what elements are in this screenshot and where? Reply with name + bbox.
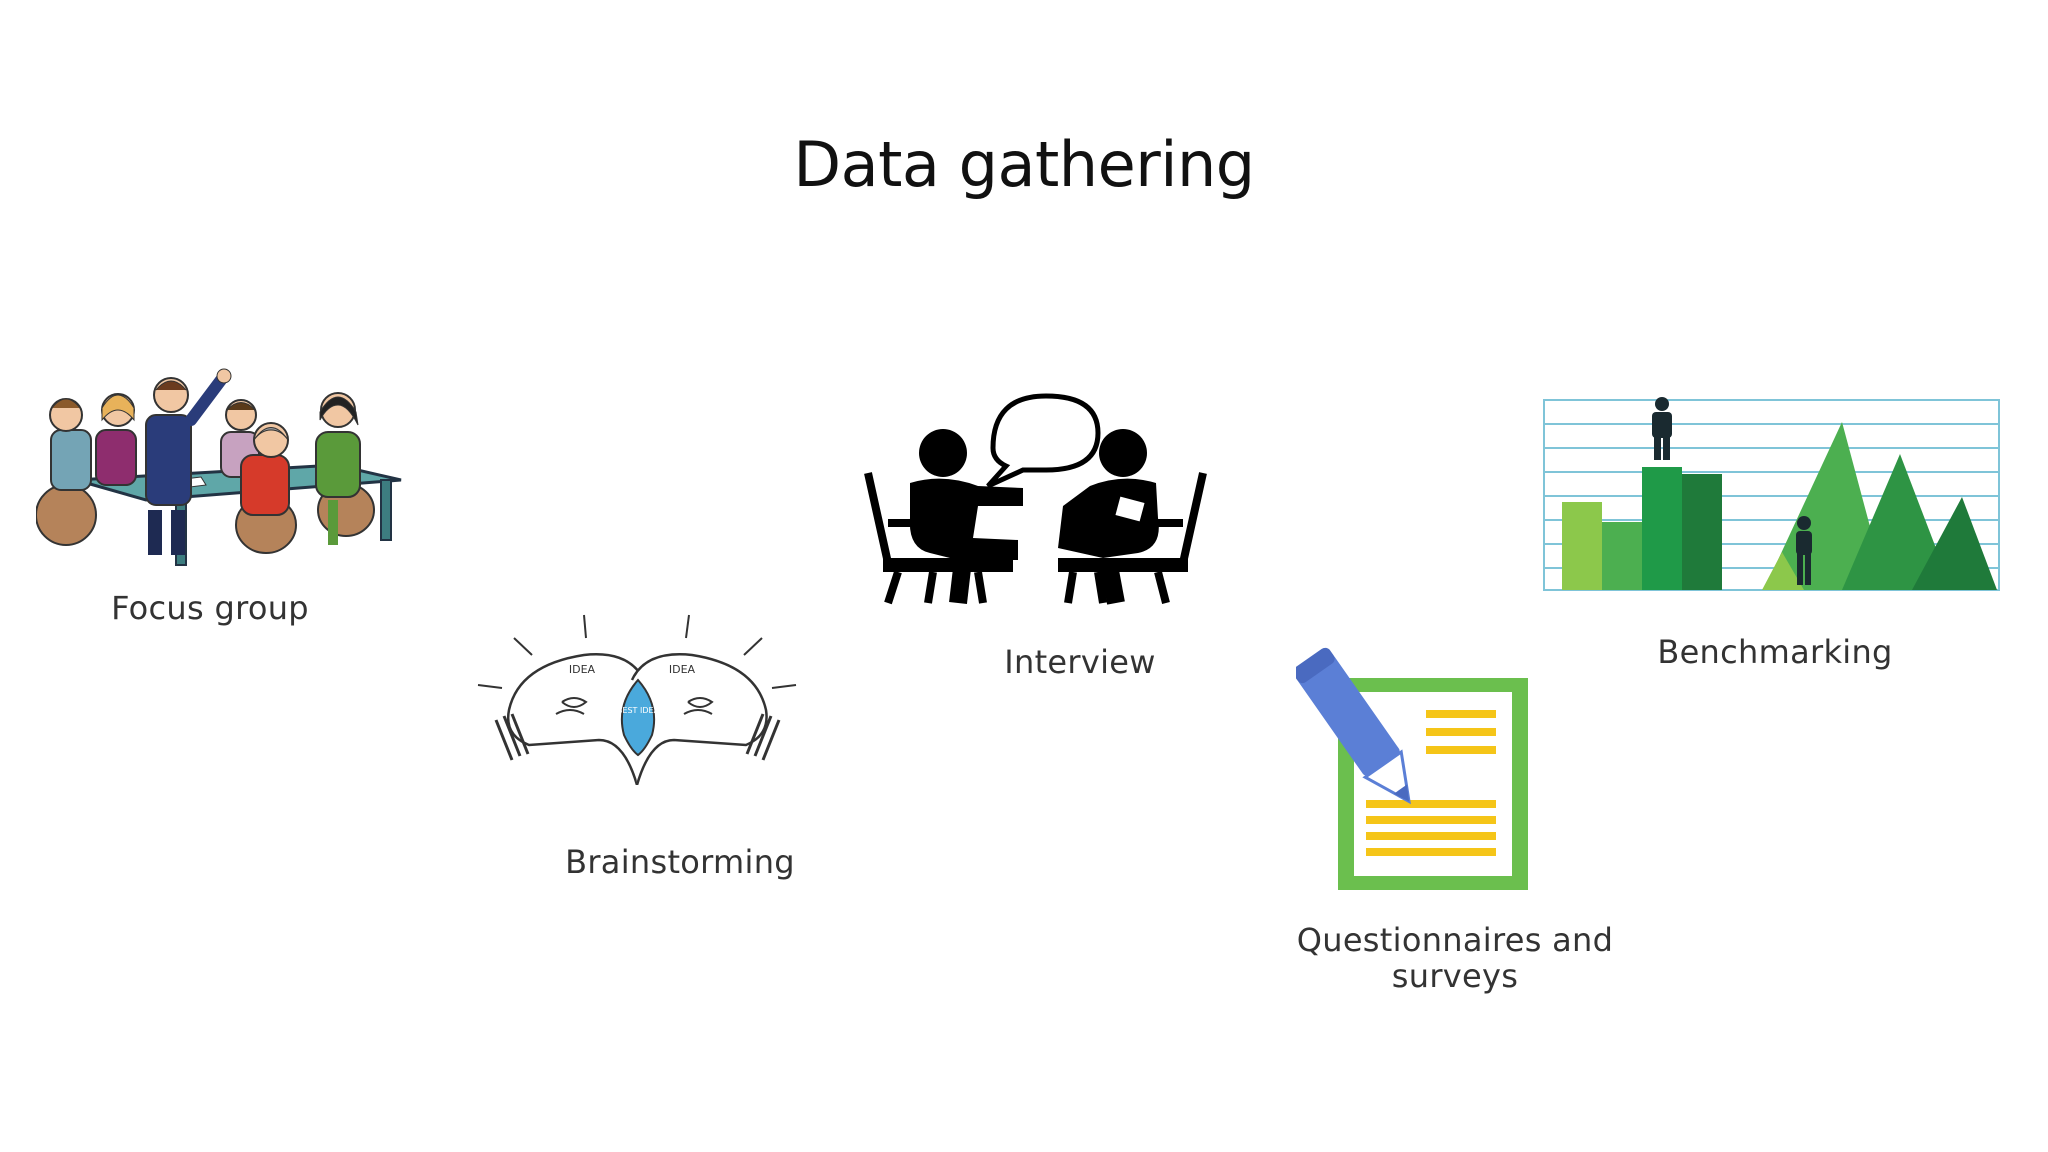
focus-group-label: Focus group <box>111 589 309 627</box>
questionnaires-label: Questionnaires and surveys <box>1270 922 1640 994</box>
brainstorming-label: Brainstorming <box>565 843 795 881</box>
bulb-center-text: BEST IDEA <box>617 706 660 715</box>
focus-group-illustration <box>36 368 402 566</box>
lightbulb-ideas-illustration: IDEA IDEA BEST IDEA <box>477 614 797 785</box>
questionnaires-label-line1: Questionnaires and <box>1296 921 1614 959</box>
interview-label: Interview <box>1004 643 1156 681</box>
bulb-left-text: IDEA <box>569 663 596 676</box>
questionnaire-illustration <box>1296 647 1528 890</box>
bulb-right-text: IDEA <box>669 663 696 676</box>
benchmarking-label: Benchmarking <box>1657 633 1893 671</box>
slide-title: Data gathering <box>793 128 1255 201</box>
questionnaires-label-line2: surveys <box>1391 957 1519 995</box>
benchmark-chart-illustration <box>1543 397 2000 591</box>
interview-illustration <box>864 393 1207 605</box>
